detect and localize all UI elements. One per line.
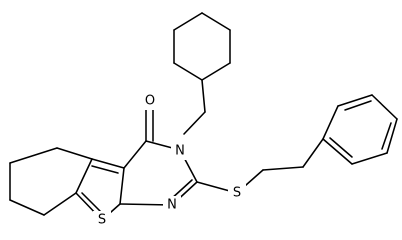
bond [201,12,231,31]
n3-atom: N [171,142,189,160]
bond [329,137,353,158]
tetrahydro-ring [9,147,93,216]
bond [322,105,339,140]
oxygen-atom: O [140,92,160,110]
label-background [228,184,246,202]
bond [371,94,398,120]
bond [81,192,104,215]
bond [91,158,125,169]
phenyl-ring [322,94,398,165]
thiophene-ring [75,158,125,221]
bond [302,138,324,168]
bond [91,165,119,174]
bond [344,100,372,111]
methylene-bond [183,111,206,135]
bond [173,12,203,31]
bond [123,140,147,169]
bond [119,167,125,205]
bond [351,152,388,165]
bond [9,199,45,216]
bond [381,122,392,150]
bond-layer [9,12,398,221]
label-background [163,196,181,214]
oxygen-label: O [145,94,155,109]
nitrogen-n3-label: N [175,144,185,159]
cyclohexyl-ring [173,12,231,81]
bond [386,118,398,154]
bond [75,158,93,194]
sulfur-thioether-label: S [233,186,241,201]
n1-atom: N [163,196,181,214]
phenethylthio-chain [196,138,324,194]
label-background [93,211,111,229]
bond [322,138,353,165]
bond [201,62,231,81]
label-background [140,92,160,110]
bond [9,147,58,164]
ring-sulfur-atom: S [93,211,111,229]
atom-label-layer: O N N S S [93,92,246,229]
bond [337,94,373,107]
bond [262,166,304,171]
bond [43,192,77,216]
bond [173,62,203,81]
nitrogen-n1-label: N [167,198,177,213]
methylene-bond [201,79,206,113]
sulfur-ring-label: S [98,213,106,228]
bond [56,147,93,160]
thioether-sulfur-atom: S [228,184,246,202]
label-background [171,142,189,160]
